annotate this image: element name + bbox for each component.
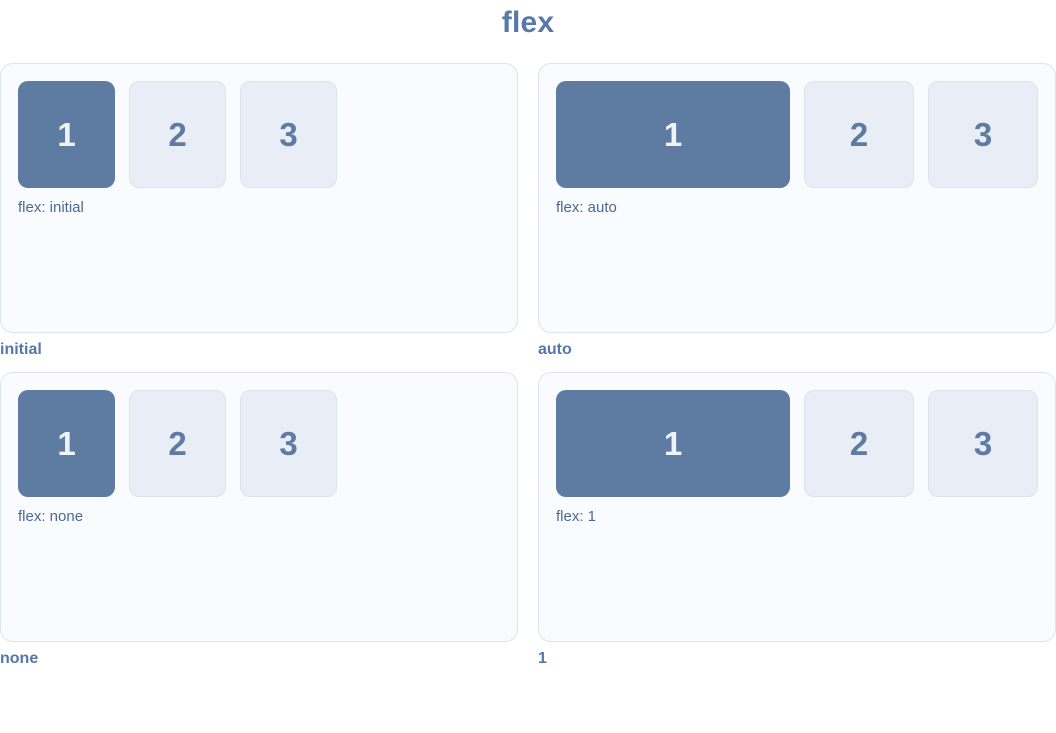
flex-item-1: 1 [18, 81, 115, 188]
panel-caption-auto: flex: auto [556, 199, 617, 216]
panel-1: 1 2 3 flex: 1 [538, 372, 1056, 642]
flex-item-2: 2 [804, 81, 914, 188]
flex-item-3: 3 [240, 390, 337, 497]
flex-container-none: 1 2 3 [18, 390, 500, 497]
example-label-auto: auto [538, 341, 572, 358]
panel-none: 1 2 3 flex: none [0, 372, 518, 642]
flex-item-3: 3 [240, 81, 337, 188]
example-label-1: 1 [538, 650, 547, 667]
flex-item-1: 1 [18, 390, 115, 497]
flex-item-1: 1 [556, 390, 790, 497]
flex-item-3: 3 [928, 390, 1038, 497]
flex-item-2: 2 [129, 81, 226, 188]
flex-item-2: 2 [129, 390, 226, 497]
panel-caption-initial: flex: initial [18, 199, 84, 216]
example-none: 1 2 3 flex: none none [0, 372, 518, 668]
examples-grid: 1 2 3 flex: initial initial 1 2 3 flex: … [0, 63, 1056, 668]
flex-item-3: 3 [928, 81, 1038, 188]
example-label-none: none [0, 650, 39, 667]
example-label-initial: initial [0, 341, 42, 358]
page-title: flex [501, 6, 555, 39]
flex-container-initial: 1 2 3 [18, 81, 500, 188]
flex-demo-page: flex 1 2 3 flex: initial initial 1 2 3 [0, 4, 1056, 733]
panel-auto: 1 2 3 flex: auto [538, 63, 1056, 333]
example-auto: 1 2 3 flex: auto auto [538, 63, 1056, 359]
flex-container-auto: 1 2 3 [556, 81, 1038, 188]
example-initial: 1 2 3 flex: initial initial [0, 63, 518, 359]
flex-item-2: 2 [804, 390, 914, 497]
panel-initial: 1 2 3 flex: initial [0, 63, 518, 333]
panel-caption-none: flex: none [18, 508, 84, 525]
flex-item-1: 1 [556, 81, 790, 188]
example-1: 1 2 3 flex: 1 1 [538, 372, 1056, 668]
flex-container-1: 1 2 3 [556, 390, 1038, 497]
panel-caption-1: flex: 1 [556, 508, 597, 525]
